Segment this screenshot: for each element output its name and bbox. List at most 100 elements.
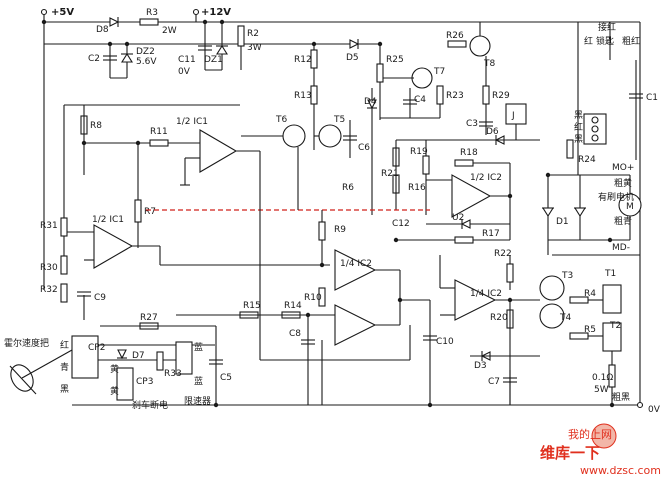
label-cp2: CP2 <box>88 343 105 353</box>
label-t7: T7 <box>433 67 445 77</box>
label-c11: C11 <box>178 55 196 65</box>
label-hall-throttle: 霍尔速度把 <box>4 337 49 349</box>
label-lock-red2: 红 <box>584 35 593 47</box>
label-d7: D7 <box>132 351 145 361</box>
label-r33: R33 <box>164 369 182 379</box>
label-r23: R23 <box>446 91 464 101</box>
label-r5: R5 <box>584 325 596 335</box>
label-c10: C10 <box>436 337 454 347</box>
label-c12: C12 <box>392 219 410 229</box>
ic2-cd-comparators <box>176 151 437 405</box>
label-brake-yellow2: 黄 <box>110 385 119 397</box>
label-blue1: 蓝 <box>194 341 203 353</box>
label-c7: C7 <box>488 377 500 387</box>
label-r29: R29 <box>492 91 510 101</box>
label-black: 黑 <box>574 110 583 121</box>
motor-symbol: M <box>626 202 634 212</box>
label-c5: C5 <box>220 373 232 383</box>
label-r22: R22 <box>494 249 512 259</box>
label-j: J <box>511 111 515 121</box>
label-d1: D1 <box>556 217 569 227</box>
label-dz1: DZ1 <box>204 55 223 65</box>
label-ic2-b: 1/4 IC2 <box>470 289 502 299</box>
label-r26: R26 <box>446 31 464 41</box>
label-0v-bottom: 0V <box>648 405 661 415</box>
regulator-section <box>103 17 245 79</box>
label-limiter: 限速器 <box>184 396 211 407</box>
label-r10: R10 <box>304 293 322 303</box>
label-mo-minus: MD- <box>612 243 630 253</box>
label-brake-yellow1: 黄 <box>110 363 119 375</box>
label-0v: 0V <box>178 67 191 77</box>
label-motor-1: 粗黄 <box>614 177 632 189</box>
label-dz2: DZ2 <box>136 47 155 57</box>
label-r6: R6 <box>342 183 354 193</box>
label-r31: R31 <box>40 221 58 231</box>
label-lock-red: 接红 <box>598 21 616 33</box>
plus5v-label: +5V <box>51 7 74 18</box>
watermark-line2: www.dzsc.com <box>580 464 661 477</box>
label-r18: R18 <box>460 148 478 158</box>
label-t5: T5 <box>333 115 345 125</box>
label-d5: D5 <box>346 53 359 63</box>
label-c2: C2 <box>88 54 100 64</box>
watermark-logo: 我的上网 <box>568 427 612 441</box>
label-d6: D6 <box>486 127 499 137</box>
label-cp2-green: 青 <box>60 361 69 373</box>
label-t6: T6 <box>275 115 287 125</box>
label-c4: C4 <box>414 95 426 105</box>
label-r9: R9 <box>334 225 346 235</box>
label-r20: R20 <box>490 313 508 323</box>
label-r13: R13 <box>294 91 312 101</box>
label-ic2-c: 1/4 IC2 <box>340 259 372 269</box>
label-r16: R16 <box>408 183 426 193</box>
label-motor-2: 有刷电机 <box>598 191 634 203</box>
label-r2-val: 3W <box>247 43 262 53</box>
label-r24: R24 <box>578 155 596 165</box>
label-r3-val: 2W <box>162 26 177 36</box>
label-r30: R30 <box>40 263 58 273</box>
label-r4: R4 <box>584 289 596 299</box>
label-t8: T8 <box>483 59 495 69</box>
label-mo-plus: MO+ <box>612 163 634 173</box>
label-motor-3: 粗青 <box>614 215 632 227</box>
label-r-shunt: 0.1Ω <box>592 373 613 383</box>
label-r2: R2 <box>247 29 259 39</box>
junction-dots <box>41 19 615 408</box>
label-r15: R15 <box>243 301 261 311</box>
label-c9: C9 <box>94 293 106 303</box>
label-blue2: 蓝 <box>194 375 203 387</box>
label-r25: R25 <box>386 55 404 65</box>
label-thick-black: 粗黑 <box>612 391 630 403</box>
label-r7: R7 <box>144 207 156 217</box>
label-t1: T1 <box>604 269 616 279</box>
label-cp3: CP3 <box>136 377 153 387</box>
label-lock: 锁匙 <box>596 35 614 47</box>
label-ic1-a: 1/2 IC1 <box>176 117 208 127</box>
input-connectors <box>9 322 223 405</box>
driver-section <box>241 22 530 160</box>
watermark-line1: 维库一下 <box>540 444 600 462</box>
label-cp2-black: 黑 <box>60 384 69 395</box>
label-dz2-val: 5.6V <box>136 57 157 67</box>
label-r14: R14 <box>284 301 302 311</box>
label-r11: R11 <box>150 127 168 137</box>
label-c3: C3 <box>466 119 478 129</box>
label-r27: R27 <box>140 313 158 323</box>
label-red: 红 <box>574 121 583 133</box>
label-c8: C8 <box>289 329 301 339</box>
power-rails <box>40 8 641 406</box>
label-r8: R8 <box>90 121 102 131</box>
label-cp2-red: 红 <box>60 339 69 351</box>
motor-section <box>542 22 643 255</box>
label-c1: C1 <box>646 93 658 103</box>
plus12v-label: +12V <box>201 7 231 18</box>
label-r-shunt-val: 5W <box>594 385 609 395</box>
label-ic1-b: 1/2 IC1 <box>92 215 124 225</box>
label-t2: T2 <box>609 321 621 331</box>
label-r3: R3 <box>146 8 158 18</box>
label-brake-text: 刹车断电 <box>132 399 168 411</box>
watermark: 我的上网 维库一下 www.dzsc.com <box>540 423 661 477</box>
ic1-b-opamp <box>60 217 330 320</box>
